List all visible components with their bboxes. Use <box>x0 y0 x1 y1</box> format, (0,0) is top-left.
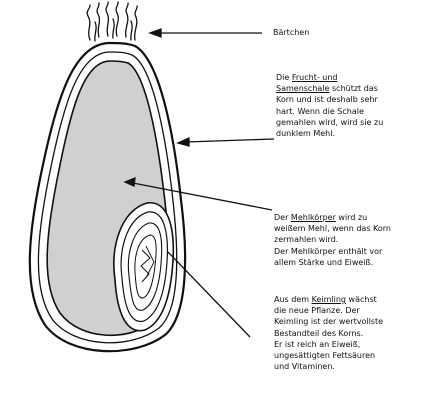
germ-line: ungesättigten Fettsäuren <box>274 350 383 361</box>
shell-term-line2: Samenschale <box>276 84 329 93</box>
endosperm-line: zermahlen wird. <box>274 234 391 245</box>
label-bartchen: Bärtchen <box>273 27 309 38</box>
germ-line: Keimling ist der wertvollste <box>274 316 383 327</box>
shell-term-line1: Frucht- und <box>292 73 338 82</box>
germ-line: die neue Pflanze. Der <box>274 305 383 316</box>
brush-hairs <box>87 2 137 41</box>
endosperm-after-term: wird zu <box>336 213 367 222</box>
germ-line: Er ist reich an Eiweiß, <box>274 339 383 350</box>
endosperm-line: Der Mehlkörper enthält vor <box>274 246 391 257</box>
shell-line: dunklem Mehl. <box>276 128 383 139</box>
endosperm-line: weißem Mehl, wenn das Korn <box>274 223 391 234</box>
label-shell: Die Frucht- und Samenschale schützt das … <box>276 72 383 139</box>
shell-line: Korn und ist deshalb sehr <box>276 94 383 105</box>
germ-intro: Aus dem <box>274 295 312 304</box>
shell-line: gemahlen wird, wird sie zu <box>276 117 383 128</box>
endosperm-line: allem Stärke und Eiweiß. <box>274 257 391 268</box>
label-endosperm: Der Mehlkörper wird zu weißem Mehl, wenn… <box>274 212 391 268</box>
germ-line: Bestandteil des Korns. <box>274 328 383 339</box>
germ-line: und Vitaminen. <box>274 361 383 372</box>
shell-after-term: schützt das <box>329 84 377 93</box>
germ-term: Keimling <box>312 295 346 304</box>
arrowhead-shell <box>178 138 189 146</box>
germ-after-term: wächst <box>346 295 377 304</box>
shell-intro: Die <box>276 73 292 82</box>
arrowhead-brush <box>150 29 161 37</box>
shell-line: hart. Wenn die Schale <box>276 106 383 117</box>
endosperm-term: Mehlkörper <box>291 213 336 222</box>
label-germ: Aus dem Keimling wächst die neue Pflanze… <box>274 294 383 372</box>
endosperm-intro: Der <box>274 213 291 222</box>
